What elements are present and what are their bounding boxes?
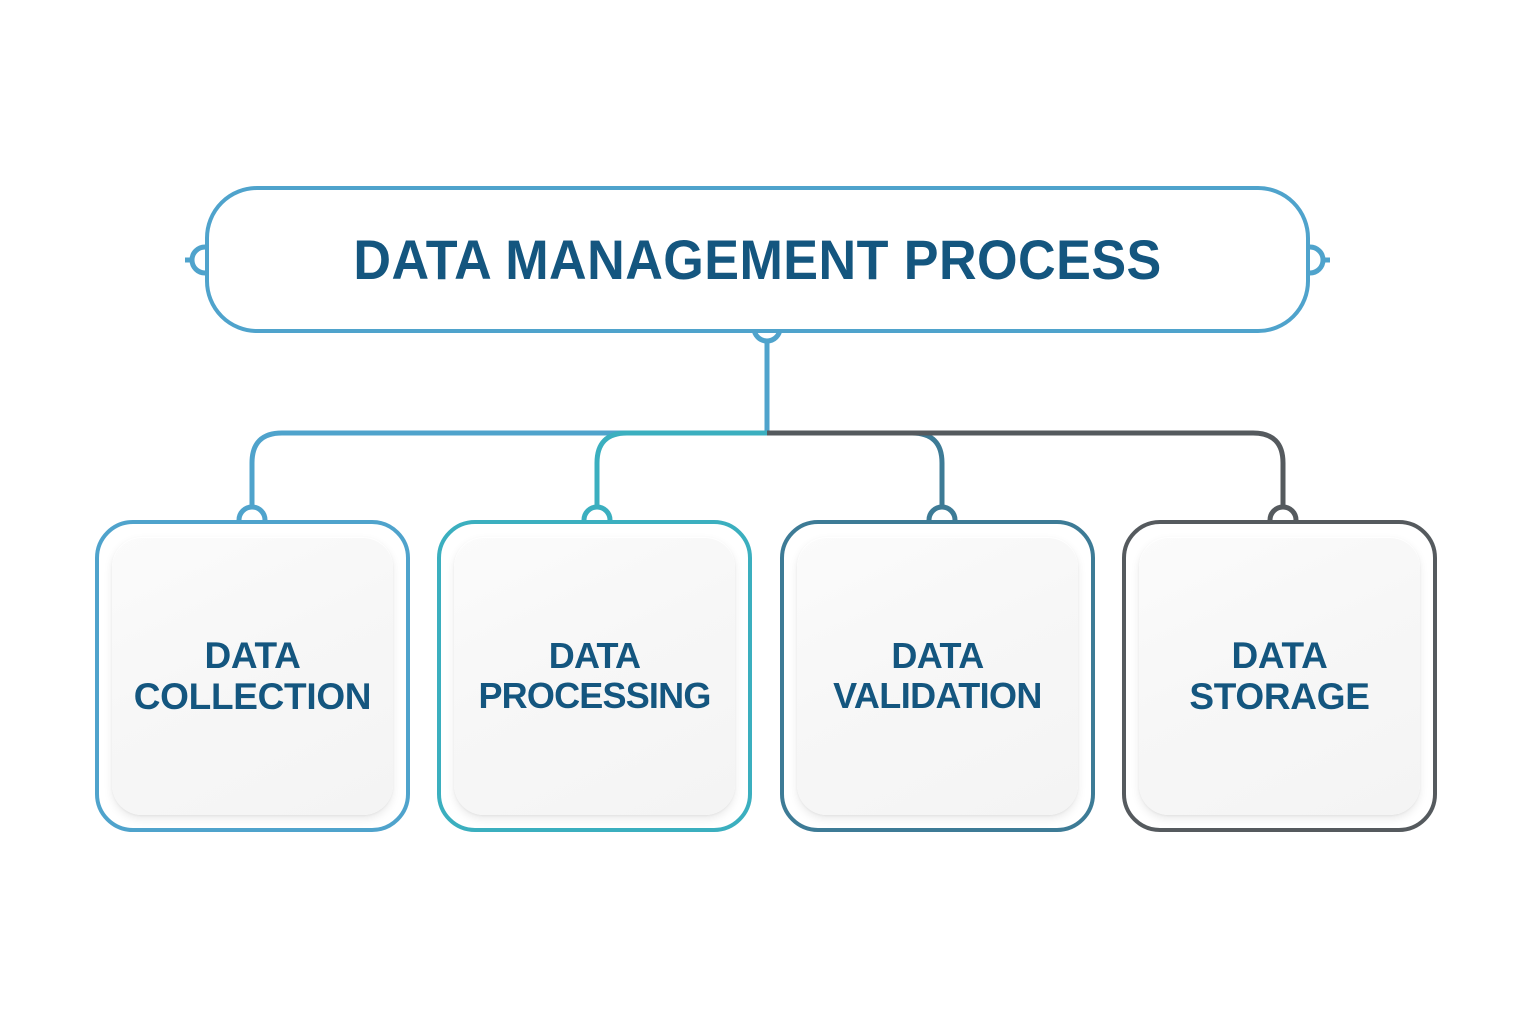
root-title-box[interactable]: DATA MANAGEMENT PROCESS xyxy=(205,186,1310,333)
process-node-data-collection[interactable]: DATA COLLECTION xyxy=(95,520,410,832)
node-label-data-validation: DATA VALIDATION xyxy=(833,634,1042,716)
process-node-data-validation[interactable]: DATA VALIDATION xyxy=(780,520,1095,832)
wire-branch-3 xyxy=(767,430,945,512)
process-node-data-processing[interactable]: DATA PROCESSING xyxy=(437,520,752,832)
process-node-data-storage[interactable]: DATA STORAGE xyxy=(1122,520,1437,832)
page-title: DATA MANAGEMENT PROCESS xyxy=(353,227,1162,291)
node-label-data-processing: DATA PROCESSING xyxy=(478,634,711,716)
wire-branch-2 xyxy=(594,430,767,512)
wire-branch-4 xyxy=(767,430,1286,512)
node-label-data-collection: DATA COLLECTION xyxy=(133,634,372,717)
node-panel: DATA COLLECTION xyxy=(112,537,393,815)
wire-branch-1 xyxy=(249,430,767,512)
node-panel: DATA PROCESSING xyxy=(454,537,735,815)
node-label-data-storage: DATA STORAGE xyxy=(1189,634,1370,717)
node-panel: DATA VALIDATION xyxy=(797,537,1078,815)
node-panel: DATA STORAGE xyxy=(1139,537,1420,815)
